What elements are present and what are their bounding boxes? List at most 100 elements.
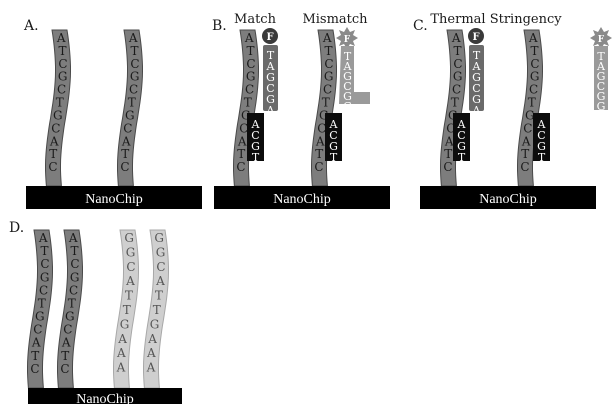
panel-a-label: A. <box>23 18 39 34</box>
nucleotide-base: G <box>343 100 352 113</box>
nucleotide-base: T <box>128 96 136 110</box>
panel-b-label: B. <box>212 18 227 34</box>
nucleotide-base: A <box>147 332 157 346</box>
nucleotide-base: A <box>31 336 41 350</box>
nucleotide-base: T <box>49 147 57 161</box>
nucleotide-base: A <box>146 361 156 375</box>
nucleotide-base: A <box>121 134 131 148</box>
nucleotide-base: G <box>156 245 166 259</box>
nucleotide-base: A <box>128 31 138 45</box>
nucleotide-base: A <box>315 134 325 148</box>
panel-c-nanochip-label: NanoChip <box>479 192 537 207</box>
target-bases: TAGCGG <box>343 50 353 113</box>
nucleotide-base: G <box>70 270 80 284</box>
fluorophore-label: F <box>472 32 479 43</box>
nucleotide-base: C <box>523 121 532 135</box>
nucleotide-base: T <box>538 151 546 164</box>
nucleotide-base: C <box>69 283 78 297</box>
nucleotide-base: A <box>244 31 254 45</box>
nucleotide-base: T <box>130 44 138 58</box>
nucleotide-base: C <box>520 160 529 174</box>
panel-d: D. ATCGCTGCATC ATCGCTGCATC GGCATTGAAA GG… <box>9 220 182 404</box>
nucleotide-base: T <box>246 44 254 58</box>
panel-d-probe-3: GGCATTGAAA <box>114 230 139 388</box>
nucleotide-base: G <box>40 270 50 284</box>
nucleotide-base: A <box>49 134 59 148</box>
panel-b-nanochip-label: NanoChip <box>273 192 331 207</box>
panel-d-nanochip-label: NanoChip <box>76 392 134 404</box>
nucleotide-base: C <box>443 160 452 174</box>
fluorophore-label: F <box>266 32 273 43</box>
nucleotide-base: T <box>58 44 66 58</box>
nucleotide-base: C <box>130 57 139 71</box>
panel-a-nanochip-label: NanoChip <box>85 192 143 207</box>
nucleotide-base: A <box>155 274 165 288</box>
nucleotide-base: C <box>57 83 66 97</box>
nucleotide-base: G <box>58 70 68 84</box>
nucleotide-base: T <box>322 96 330 110</box>
panel-b-target-match: F TAGCGA <box>262 28 278 117</box>
nucleotide-base: T <box>68 297 76 311</box>
nucleotide-base: T <box>38 297 46 311</box>
nucleotide-base: T <box>153 303 161 317</box>
nucleotide-base: A <box>444 134 454 148</box>
nucleotide-base: T <box>530 44 538 58</box>
panel-d-label: D. <box>9 220 24 236</box>
panel-b-caption-match: Match <box>234 12 277 27</box>
nucleotide-base: A <box>38 231 48 245</box>
nucleotide-base: T <box>528 96 536 110</box>
nucleotide-base: C <box>70 257 79 271</box>
nucleotide-base: A <box>237 134 247 148</box>
nucleotide-base: T <box>453 44 461 58</box>
nucleotide-base: T <box>451 96 459 110</box>
nucleotide-base: A <box>451 31 461 45</box>
nucleotide-base: C <box>120 160 129 174</box>
nucleotide-base: C <box>529 83 538 97</box>
nucleotide-base: G <box>150 317 160 331</box>
nucleotide-base: T <box>121 147 129 161</box>
nucleotide-base: G <box>324 70 334 84</box>
panel-b-stabilizer-1: ACGT <box>247 113 264 164</box>
stabilizer-bases: ACGT <box>329 118 339 164</box>
nucleotide-base: A <box>528 31 538 45</box>
nucleotide-base: A <box>68 231 78 245</box>
nucleotide-base: T <box>458 151 466 164</box>
nucleotide-base: T <box>521 147 529 161</box>
nucleotide-base: C <box>39 283 48 297</box>
nucleotide-base: T <box>315 147 323 161</box>
panel-d-probe-4: GGCATTGAAA <box>144 230 169 388</box>
nucleotide-base: G <box>597 100 606 113</box>
nucleotide-base: C <box>48 160 57 174</box>
nucleotide-base: C <box>126 260 135 274</box>
nucleotide-base: C <box>129 83 138 97</box>
nucleotide-base: G <box>530 70 540 84</box>
nucleotide-base: A <box>117 332 127 346</box>
nucleotide-base: G <box>124 231 134 245</box>
nucleotide-base: G <box>246 70 256 84</box>
nucleotide-base: T <box>330 151 338 164</box>
nucleotide-base: C <box>51 121 60 135</box>
nucleotide-base: C <box>123 121 132 135</box>
panel-c-target-match: F TAGCGA <box>468 28 484 117</box>
fluorophore-label: F <box>598 35 605 45</box>
nucleotide-base: C <box>314 160 323 174</box>
panel-b-caption-mismatch: Mismatch <box>302 12 368 27</box>
nucleotide-base: A <box>472 104 482 117</box>
nucleotide-base: C <box>530 57 539 71</box>
nucleotide-base: T <box>70 244 78 258</box>
nucleotide-base: C <box>452 83 461 97</box>
panel-b: B. Match Mismatch ATCGCTGCATC ATCGCTGCAT… <box>212 12 390 209</box>
nucleotide-base: T <box>56 96 64 110</box>
nucleotide-base: C <box>453 57 462 71</box>
nucleotide-base: G <box>65 310 75 324</box>
stabilizer-bases: ACGT <box>251 118 261 164</box>
nucleotide-base: C <box>246 57 255 71</box>
nucleotide-base: A <box>322 31 332 45</box>
